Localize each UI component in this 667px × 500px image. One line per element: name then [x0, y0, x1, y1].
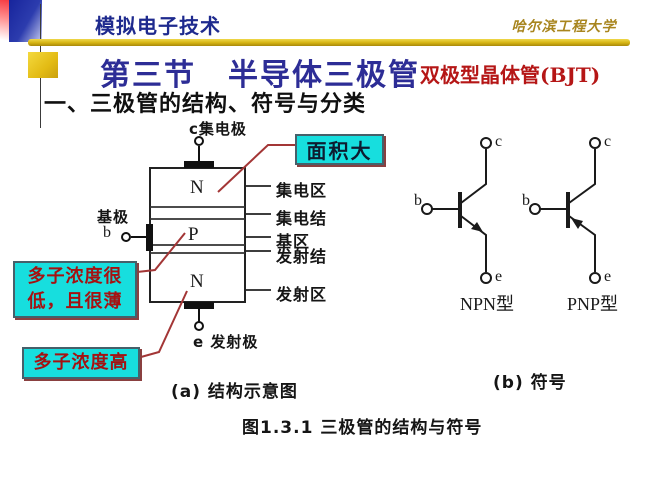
callout-line-base-note: [136, 232, 186, 273]
topic-heading: 一、三极管的结构、符号与分类: [44, 92, 367, 117]
bjt-subtitle: 双极型晶体管(BJT): [420, 63, 601, 87]
emitter-note-text: 多子浓度高: [33, 351, 129, 373]
caption-structure: (a) 结构示意图: [171, 382, 298, 402]
base-note-line2: 低，且很薄: [27, 290, 123, 312]
region-n-bottom: N: [190, 271, 204, 292]
npn-c-label: c: [495, 133, 503, 150]
region-n-top: N: [190, 177, 204, 198]
npn-arrow: [471, 222, 483, 232]
pnp-arrow: [571, 218, 583, 229]
pnp-b-label: b: [522, 192, 530, 209]
base-electrode: [121, 224, 153, 251]
collector-electrode: [184, 136, 214, 168]
label-base-region: 基区: [276, 232, 311, 251]
callout-line-emitter-note: [140, 290, 188, 358]
figure-caption: 图1.3.1 三极管的结构与符号: [242, 418, 483, 438]
header-divider-bar: [28, 39, 630, 46]
npn-e-label: e: [495, 268, 503, 285]
course-title: 模拟电子技术: [95, 14, 221, 38]
callout-emitter-note-box: 多子浓度高: [22, 347, 140, 379]
label-collector-junction: 集电结: [276, 209, 328, 228]
pnp-c-label: c: [604, 133, 612, 150]
npn-symbol: [421, 137, 492, 284]
title-bullet-square: [28, 52, 58, 78]
pnp-type-label: PNP型: [567, 294, 619, 314]
label-collector-region: 集电区: [276, 181, 328, 200]
label-emitter-junction: 发射结: [276, 247, 328, 266]
corner-blue-decoration: [9, 0, 42, 42]
base-terminal-label: 基极: [97, 208, 130, 226]
label-ticks: [245, 185, 271, 291]
label-emitter-region: 发射区: [276, 285, 328, 304]
pnp-symbol: [529, 137, 601, 284]
school-name: 哈尔滨工程大学: [511, 19, 617, 35]
emitter-terminal-label: e 发射极: [193, 333, 259, 351]
callout-area-box: 面积大: [295, 134, 384, 165]
region-p: P: [188, 224, 199, 245]
base-note-line1: 多子浓度很: [27, 266, 123, 288]
callout-area-text: 面积大: [306, 139, 373, 163]
base-pin-label: b: [103, 224, 111, 241]
npn-type-label: NPN型: [460, 294, 515, 314]
pnp-e-label: e: [604, 268, 612, 285]
npn-b-label: b: [414, 192, 422, 209]
collector-terminal-label: c集电极: [189, 120, 247, 138]
emitter-electrode: [184, 302, 214, 331]
caption-symbols: (b) 符号: [493, 373, 567, 393]
callout-base-note-box: 多子浓度很 低，且很薄: [13, 261, 137, 318]
section-title: 第三节 半导体三极管: [100, 58, 420, 93]
callout-lines: [136, 144, 295, 358]
